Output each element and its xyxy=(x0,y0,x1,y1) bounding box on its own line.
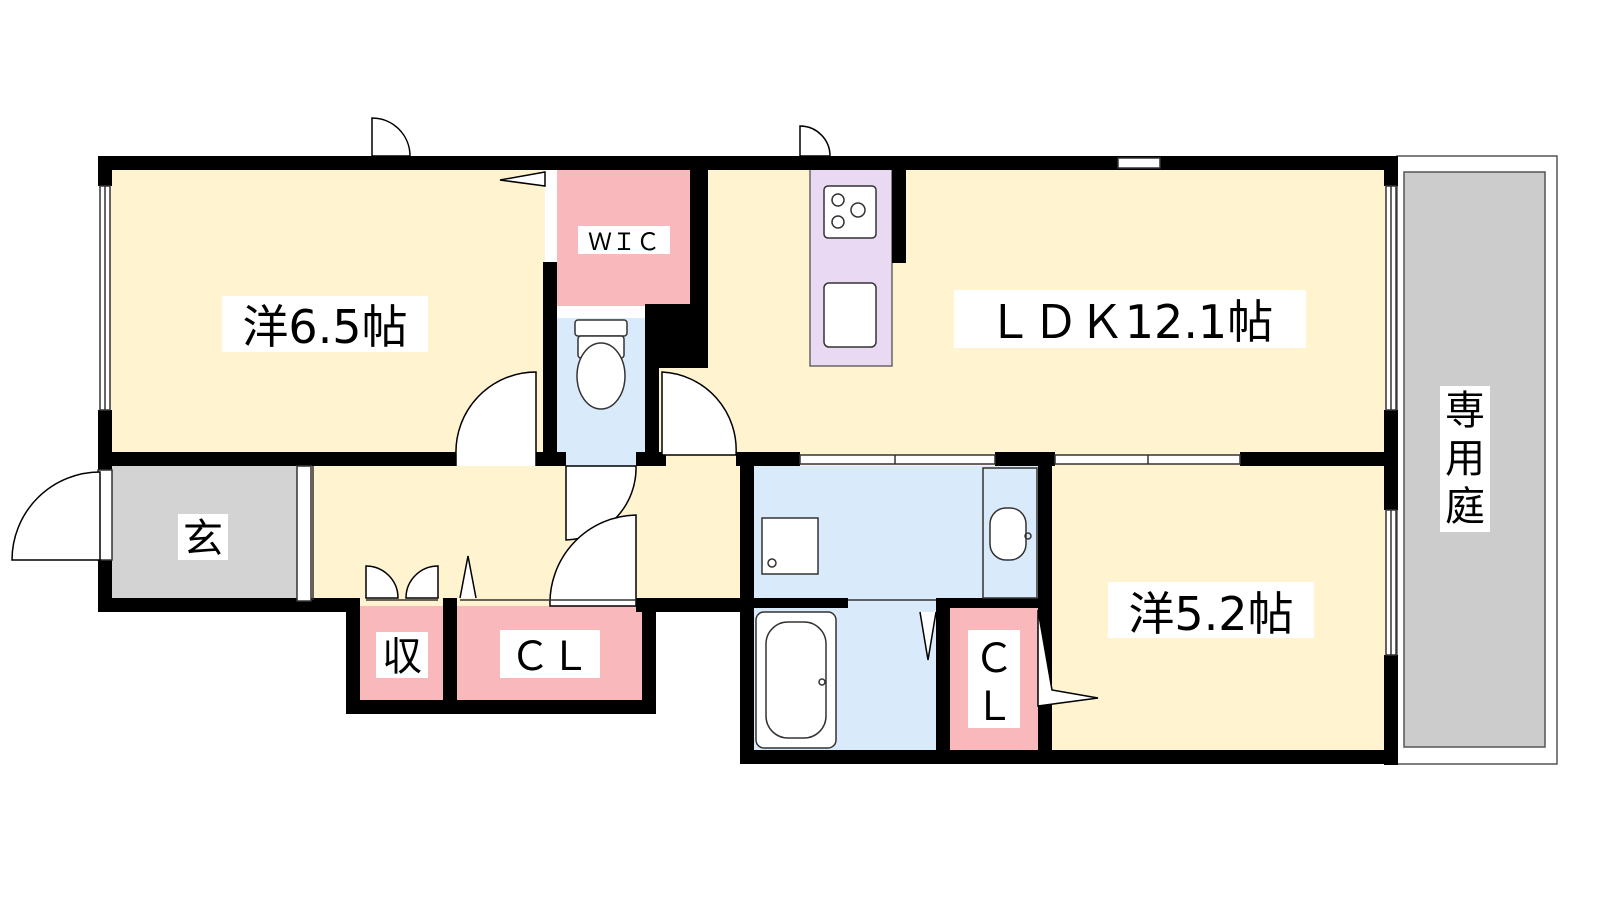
room-labels: 洋6.5帖 ＬＤＫ12.1帖 ＷＩＣ 玄 収 ＣＬ Ｃ Ｌ 洋5.2帖 専 用 … xyxy=(178,226,1490,730)
toilet-icon xyxy=(574,319,628,410)
door-entrance xyxy=(11,471,101,561)
fixtures xyxy=(312,185,1038,749)
washbasin-icon xyxy=(982,467,1038,599)
label-closet-2-top: Ｃ xyxy=(974,636,1014,682)
label-storage: 収 xyxy=(382,634,422,680)
label-closet-1: ＣＬ xyxy=(510,634,590,680)
window-top xyxy=(1117,157,1161,169)
stove-icon xyxy=(823,185,877,239)
entrance-step xyxy=(296,465,312,602)
sink-icon xyxy=(823,282,877,348)
bathtub-icon xyxy=(755,611,837,749)
label-garden-1: 専 xyxy=(1445,388,1485,434)
door-room1 xyxy=(455,371,537,466)
door-wic xyxy=(499,171,546,187)
label-garden-3: 庭 xyxy=(1445,484,1485,530)
label-garden-2: 用 xyxy=(1445,436,1485,482)
door-storage xyxy=(365,565,439,599)
washing-machine-icon xyxy=(761,517,819,575)
label-western-room-1: 洋6.5帖 xyxy=(242,300,407,354)
label-western-room-2: 洋5.2帖 xyxy=(1128,587,1293,641)
windows xyxy=(97,157,1397,656)
label-wic: ＷＩＣ xyxy=(588,228,660,256)
door-top-2 xyxy=(799,125,831,157)
door-washroom xyxy=(549,514,637,607)
doors xyxy=(11,117,1099,707)
sliding-door-ldk-1 xyxy=(799,454,996,465)
door-ldk xyxy=(661,371,737,456)
label-ldk: ＬＤＫ12.1帖 xyxy=(987,295,1273,349)
door-top-1 xyxy=(371,117,411,157)
label-entrance: 玄 xyxy=(183,516,223,562)
label-closet-2-bottom: Ｌ xyxy=(974,684,1014,730)
door-closet-1 xyxy=(459,555,477,599)
door-bath xyxy=(919,611,937,661)
door-closet-2 xyxy=(1037,609,1099,707)
